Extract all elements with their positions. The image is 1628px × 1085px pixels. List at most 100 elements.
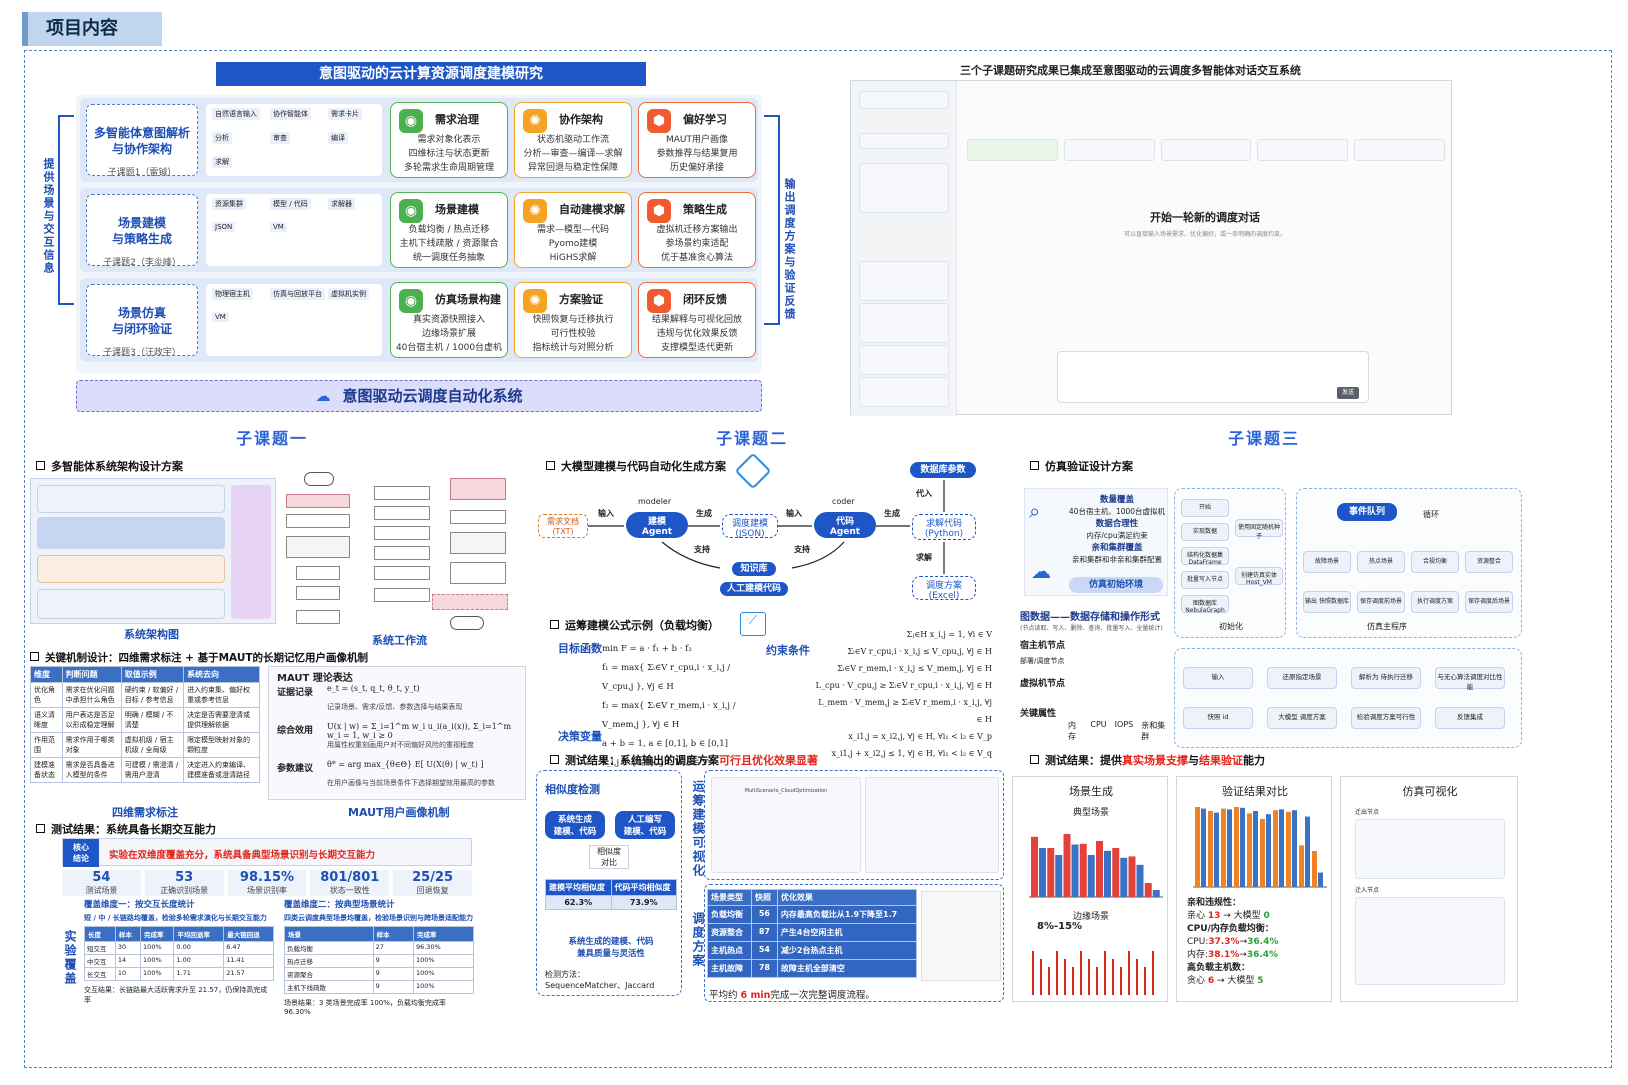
wf-node: [374, 486, 430, 500]
history-item[interactable]: [859, 377, 949, 407]
viz-json-pane: [865, 777, 999, 873]
table-header: 样本: [372, 926, 414, 942]
table-cell: 9: [372, 967, 414, 981]
empty-state-title: 开始一轮新的调度对话: [1150, 211, 1260, 224]
cpu-c: →: [1239, 937, 1248, 947]
table-cell: 11.41: [223, 954, 274, 968]
maut-desc: 用属性权重刻画用户对不同偏好风险的重视程度: [327, 741, 474, 749]
feature-title: 协作架构: [559, 113, 603, 126]
edge-label: 支持: [794, 545, 810, 554]
bar: [1031, 836, 1038, 897]
illus-label: VM: [270, 222, 287, 232]
dim2-sub: 四类云调度典型场景均覆盖，检验场景识别与跨场景适配能力: [284, 914, 473, 922]
stat-label: 状态一致性: [329, 886, 370, 895]
constraint-formula: L_mem · V_mem,j ≥ Σᵢ∈V r_mem,i · x_i,j, …: [818, 698, 992, 724]
bar: [1312, 851, 1317, 887]
feature-line: 历史偏好承接: [669, 163, 724, 173]
session-card[interactable]: [859, 163, 949, 213]
four-dim-table: 维度判断问题取值示例系统去向优化角色需求在优化问题中承担什么角色硬约束 / 软偏…: [30, 666, 260, 783]
core-text: 实验在双维度覆盖充分，系统具备典型场景识别与长期交互能力: [109, 850, 376, 861]
s2-flow-heading: 大模型建模与代码自动化生成方案: [546, 458, 726, 474]
history-item[interactable]: [859, 261, 949, 301]
table-cell: 27: [372, 941, 414, 955]
wf-node: [296, 566, 340, 580]
bar: [1240, 807, 1245, 887]
maut-row-label: 证据记录: [277, 688, 314, 698]
edge-label: 输入: [786, 509, 802, 518]
bar: [1260, 819, 1265, 887]
wf-end: [450, 616, 484, 630]
mem-c: →: [1239, 950, 1247, 960]
feature-icon: ⬢: [647, 109, 671, 133]
feature-line: 多轮需求生命周期管理: [403, 163, 494, 173]
chat-input[interactable]: [1057, 351, 1369, 403]
feature-icon: ◉: [399, 289, 423, 313]
illus-label: 虚拟机实例: [328, 288, 369, 300]
host-node-label: 宿主机节点: [1020, 641, 1066, 651]
table-header: 样本: [114, 926, 142, 942]
feature-line: 可行性校验: [550, 329, 596, 339]
coder-label: coder: [832, 497, 855, 506]
table-cell: 87: [750, 923, 778, 942]
env-line: 亲和集群覆盖: [1091, 543, 1143, 553]
sim-viz-title: 仿真可视化: [1402, 785, 1458, 798]
bar: [1087, 855, 1095, 897]
human-code-node: 人工建模代码: [720, 582, 788, 596]
init-node: 创建仿真实体 Host_VM: [1235, 567, 1283, 586]
app-screenshot: 开始一轮新的调度对话 可以直接输入场景需求、优化偏好，或一条明确的调度约束。 发…: [850, 80, 1452, 416]
bar: [1305, 816, 1310, 887]
dim2-foot: 场景结果：3 类场景完成率 100%，负载均衡完成率 96.30%: [284, 999, 446, 1016]
verify-node: 快照 id: [1183, 707, 1253, 729]
verify-node: 解析为 待执行迁移: [1351, 667, 1421, 689]
table-cell: 100%: [412, 967, 475, 981]
bar: [1195, 807, 1200, 887]
subproject-owner: 子课题2（李炎峰）: [103, 258, 181, 268]
verify-title: 验证结果对比: [1222, 785, 1288, 798]
attr-label: 关键属性: [1020, 709, 1057, 719]
section-header: 项目内容: [22, 12, 162, 46]
feature-line: Pyomo建模: [548, 239, 598, 249]
avg-b: 6 min: [740, 990, 771, 1001]
right-bracket: [764, 115, 780, 325]
wf-node: [450, 510, 506, 524]
new-session-button[interactable]: [859, 133, 949, 149]
main-node: 故障场景: [1303, 551, 1351, 573]
table-cell: 1.71: [173, 967, 225, 981]
history-item[interactable]: [859, 345, 949, 375]
wf-start: [304, 472, 334, 486]
table-cell: 需求在优化问题中承担什么角色: [61, 682, 122, 708]
host-node-sub: 部署/调度节点: [1020, 657, 1065, 665]
table-cell: 资源聚合: [284, 967, 374, 981]
s3-t-a: 测试结果：提供: [1045, 754, 1122, 767]
feature-line: 参数推荐与结果复用: [656, 149, 738, 159]
cloud-network-icon: ☁: [315, 387, 331, 405]
right-side-label: 输出调度方案与验证反馈: [783, 178, 796, 321]
similarity-panel: 相似度检测 系统生成 建模、代码 人工编写 建模、代码 相似度 对比 建模平均相…: [536, 770, 682, 996]
send-button[interactable]: 发送: [1337, 387, 1359, 399]
table-cell: 优化角色: [30, 682, 63, 708]
table-cell: 建模准备状态: [30, 757, 63, 783]
history-item[interactable]: [859, 303, 949, 343]
illus-label: 需求卡片: [328, 108, 362, 120]
illus-label: 分析: [212, 132, 232, 144]
stat-value: 54: [92, 870, 111, 885]
stat-value: 98.15%: [239, 870, 295, 885]
aff-a: 亲心: [1187, 911, 1208, 921]
obj-label: 目标函数: [558, 642, 602, 655]
s1-arch-heading: 多智能体系统架构设计方案: [36, 458, 183, 474]
table-header: 最大链回退: [223, 926, 274, 942]
feature-line: MAUT用户画像: [665, 135, 728, 145]
arch-layer-2: [37, 517, 225, 549]
bar: [1063, 834, 1071, 897]
verify-node: 反馈集成: [1435, 707, 1505, 729]
illus-label: 编译: [328, 132, 348, 144]
table-header: 完成率: [412, 926, 475, 942]
dim1-title: 覆盖维度一：按交互长度统计: [84, 900, 195, 910]
exp-label: 实验覆盖: [63, 930, 77, 986]
subproject-owner: 子课题1（雷铖）: [107, 168, 177, 178]
